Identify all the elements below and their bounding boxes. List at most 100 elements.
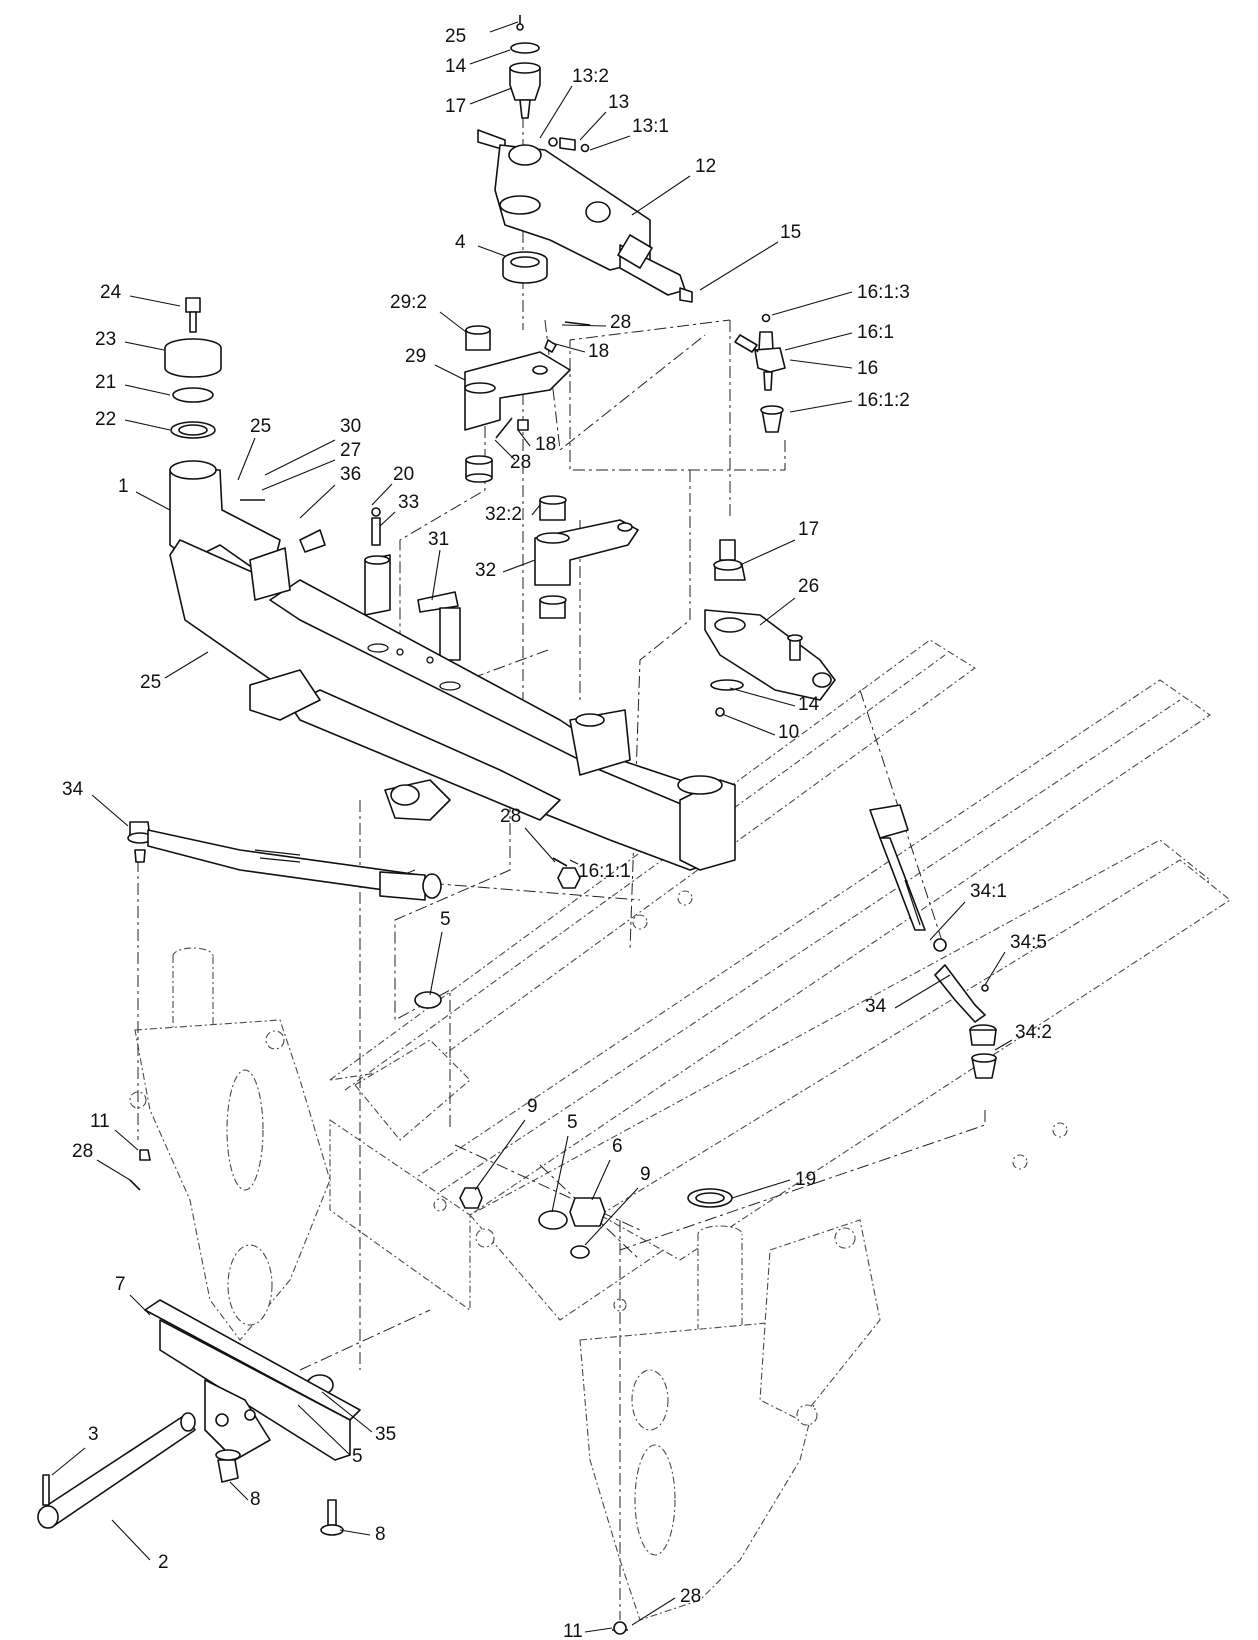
- bracket-31-33: [364, 507, 461, 661]
- callout-leader: [494, 439, 516, 461]
- callout-leader: [731, 1179, 791, 1199]
- callout-leader: [91, 794, 129, 827]
- callout-label: 31: [428, 529, 449, 550]
- callout-leader: [631, 1597, 676, 1626]
- callout-label: 32:2: [485, 504, 522, 525]
- callout-leader: [51, 1447, 86, 1476]
- callout-label: 25: [250, 416, 271, 437]
- callout-label: 14: [798, 694, 820, 715]
- callout-label: 18: [588, 341, 609, 362]
- idler-arm-32: [534, 495, 639, 619]
- cross-bracket-7: [37, 1299, 361, 1536]
- callout-label: 29: [405, 346, 426, 367]
- callout-leader: [124, 419, 171, 431]
- callout-leader: [111, 1519, 151, 1561]
- callout-label: 33: [398, 492, 419, 513]
- callout-leader: [431, 549, 441, 601]
- callout-leader: [584, 1627, 613, 1633]
- callout-leader: [434, 364, 466, 381]
- callout-leader: [584, 1187, 639, 1246]
- callout-label: 16:1:3: [857, 282, 910, 303]
- callout-label: 1: [118, 476, 129, 497]
- callout-leader: [339, 1529, 371, 1536]
- callout-label: 9: [640, 1164, 651, 1185]
- callout-label: 13: [608, 92, 629, 113]
- callout-label: 8: [375, 1524, 386, 1545]
- callout-label: 28: [510, 452, 531, 473]
- callout-leader: [96, 1159, 131, 1181]
- callout-leader: [264, 439, 336, 476]
- callout-label: 5: [567, 1112, 578, 1133]
- callout-label: 7: [115, 1274, 126, 1295]
- callout-leader: [429, 931, 443, 996]
- callout-label: 26: [798, 576, 819, 597]
- callout-leader: [297, 1404, 351, 1456]
- callout-label: 28: [500, 806, 521, 827]
- callout-label: 35: [375, 1424, 396, 1445]
- callout-leader: [789, 359, 853, 369]
- callout-leader: [371, 483, 393, 506]
- callout-layer: 25141713:21313:11215416:1:316:11616:1:22…: [51, 21, 1052, 1640]
- callout-label: 34:5: [1010, 932, 1047, 953]
- callout-label: 5: [352, 1446, 363, 1467]
- callout-leader: [164, 651, 209, 679]
- callout-leader: [474, 1119, 526, 1191]
- callout-leader: [721, 713, 776, 736]
- callout-leader: [771, 291, 853, 316]
- callout-label: 23: [95, 329, 116, 350]
- spindle-right-phantom: [579, 1219, 881, 1621]
- callout-label: 2: [158, 1552, 169, 1573]
- callout-leader: [539, 85, 573, 139]
- callout-label: 14: [445, 56, 467, 77]
- callout-leader: [124, 341, 165, 351]
- callout-leader: [994, 1039, 1013, 1051]
- callout-leader: [759, 597, 796, 626]
- callout-label: 3: [88, 1424, 99, 1445]
- callout-leader: [569, 859, 579, 865]
- callout-leader: [531, 504, 541, 516]
- callout-leader: [237, 437, 256, 481]
- callout-label: 24: [100, 282, 122, 303]
- callout-label: 16:1:2: [857, 390, 910, 411]
- callout-label: 22: [95, 409, 116, 430]
- callout-leader: [589, 135, 631, 151]
- callout-label: 15: [780, 222, 801, 243]
- callout-leader: [784, 332, 853, 351]
- callout-label: 25: [445, 26, 466, 47]
- tie-rod-end-16: [734, 313, 786, 433]
- callout-label: 8: [250, 1489, 261, 1510]
- mount-stack-left: [164, 297, 222, 439]
- callout-label: 21: [95, 372, 116, 393]
- callout-leader: [699, 241, 779, 291]
- callout-label: 25: [140, 672, 161, 693]
- tie-rod-left-34: [127, 821, 442, 901]
- callout-label: 30: [340, 416, 361, 437]
- callout-label: 6: [612, 1136, 623, 1157]
- callout-leader: [477, 245, 506, 257]
- callout-leader: [124, 384, 171, 396]
- callout-label: 28: [680, 1586, 701, 1607]
- callout-label: 11: [563, 1621, 583, 1640]
- callout-label: 28: [610, 312, 631, 333]
- callout-leader: [114, 1129, 139, 1151]
- callout-label: 34:1: [970, 881, 1007, 902]
- callout-leader: [984, 951, 1006, 986]
- callout-leader: [135, 491, 171, 511]
- callout-label: 13:1: [632, 116, 669, 137]
- callout-label: 29:2: [390, 292, 427, 313]
- callout-leader: [789, 400, 853, 413]
- callout-leader: [551, 342, 586, 353]
- callout-leader: [591, 1159, 611, 1201]
- callout-leader: [261, 459, 336, 491]
- callout-label: 18: [535, 434, 556, 455]
- callout-label: 16: [857, 358, 878, 379]
- callout-label: 5: [440, 909, 451, 930]
- callout-leader: [894, 974, 951, 1009]
- callout-label: 12: [695, 156, 716, 177]
- callout-leader: [321, 1391, 373, 1433]
- callout-label: 13:2: [572, 66, 609, 87]
- callout-leader: [502, 559, 536, 573]
- callout-leader: [561, 324, 607, 327]
- callout-label: 16:1:1: [578, 861, 631, 882]
- callout-leader: [379, 511, 396, 527]
